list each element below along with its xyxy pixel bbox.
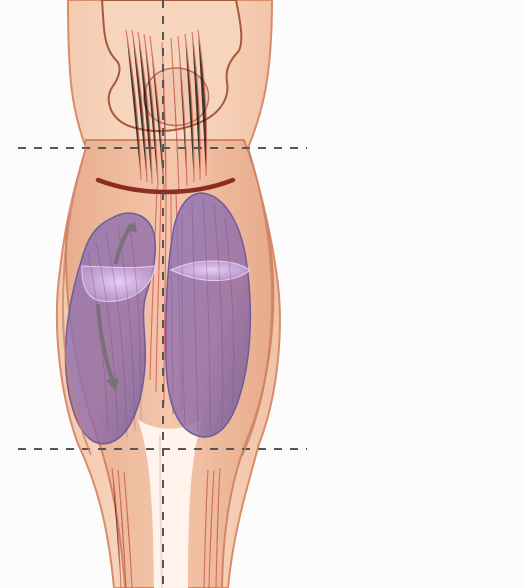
leg-anatomy-svg [0,0,525,588]
anatomy-figure [0,0,525,588]
